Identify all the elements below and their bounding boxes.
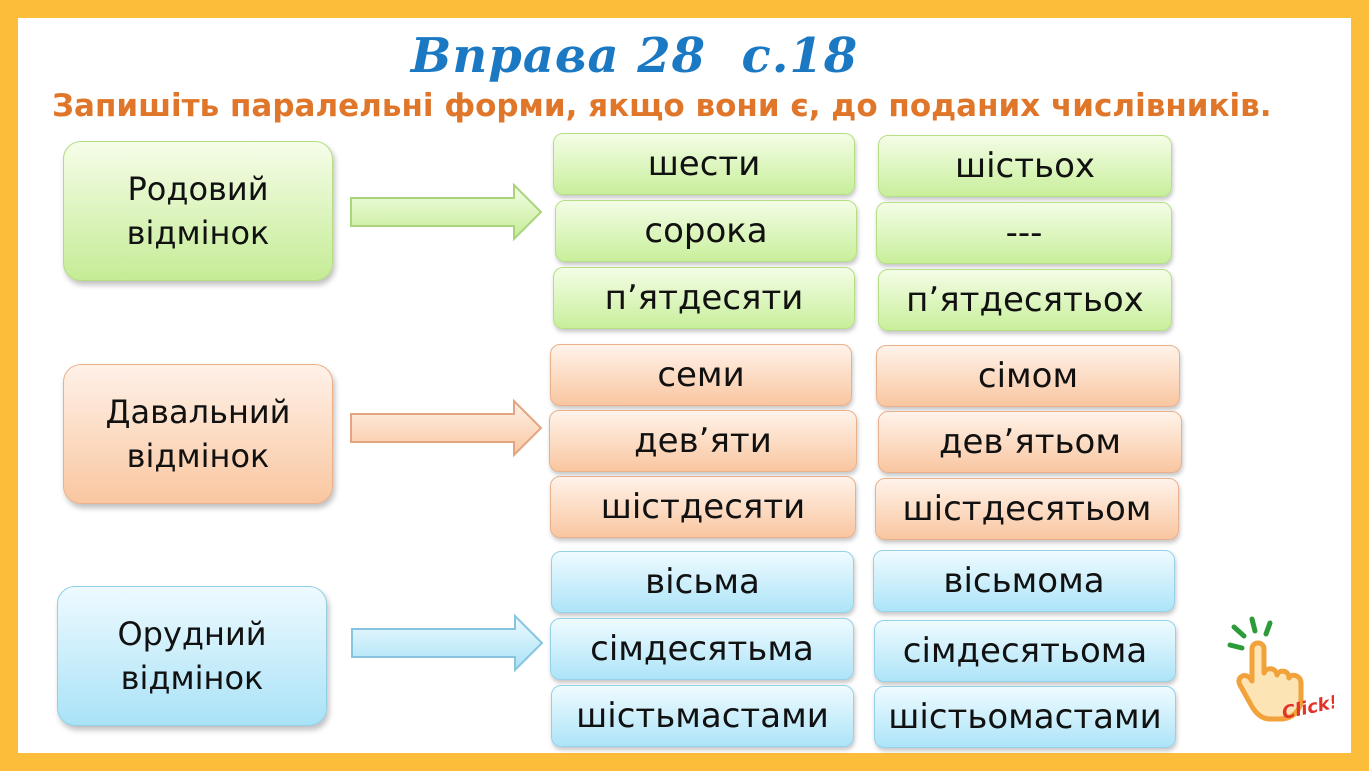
word-right: сімом: [876, 345, 1180, 407]
word-left: шістдесяти: [550, 476, 856, 538]
word-left: семи: [550, 344, 852, 406]
word-right: шістьомастами: [874, 686, 1176, 748]
word-right: дев’ятьом: [878, 411, 1182, 473]
case-genitive-box: Родовий відмінок: [63, 141, 333, 281]
word-right: вісьмома: [873, 550, 1175, 612]
instruction-text: Запишіть паралельні форми, якщо вони є, …: [52, 88, 1272, 124]
word-left: дев’яти: [549, 410, 857, 472]
arrow-right-icon: [351, 613, 544, 673]
word-left: шести: [553, 133, 855, 195]
word-right: шістдесятьом: [875, 478, 1179, 540]
word-left: п’ятдесяти: [553, 267, 855, 329]
case-instrumental-box: Орудний відмінок: [57, 586, 327, 726]
arrow-right-icon: [350, 398, 543, 458]
word-right: сімдесятьома: [874, 620, 1176, 682]
word-left: вісьма: [551, 551, 854, 613]
word-left: шістьмастами: [551, 685, 854, 747]
word-left: сімдесятьма: [550, 618, 854, 680]
word-left: сорока: [555, 200, 857, 262]
click-hand-icon[interactable]: Click!: [1222, 615, 1334, 727]
word-right: п’ятдесятьох: [878, 269, 1172, 331]
page-title: Вправа 28 с.18: [410, 28, 859, 84]
arrow-right-icon: [350, 182, 543, 242]
word-right: шістьох: [878, 135, 1172, 197]
word-right: ---: [876, 202, 1172, 264]
case-dative-box: Давальний відмінок: [63, 364, 333, 504]
